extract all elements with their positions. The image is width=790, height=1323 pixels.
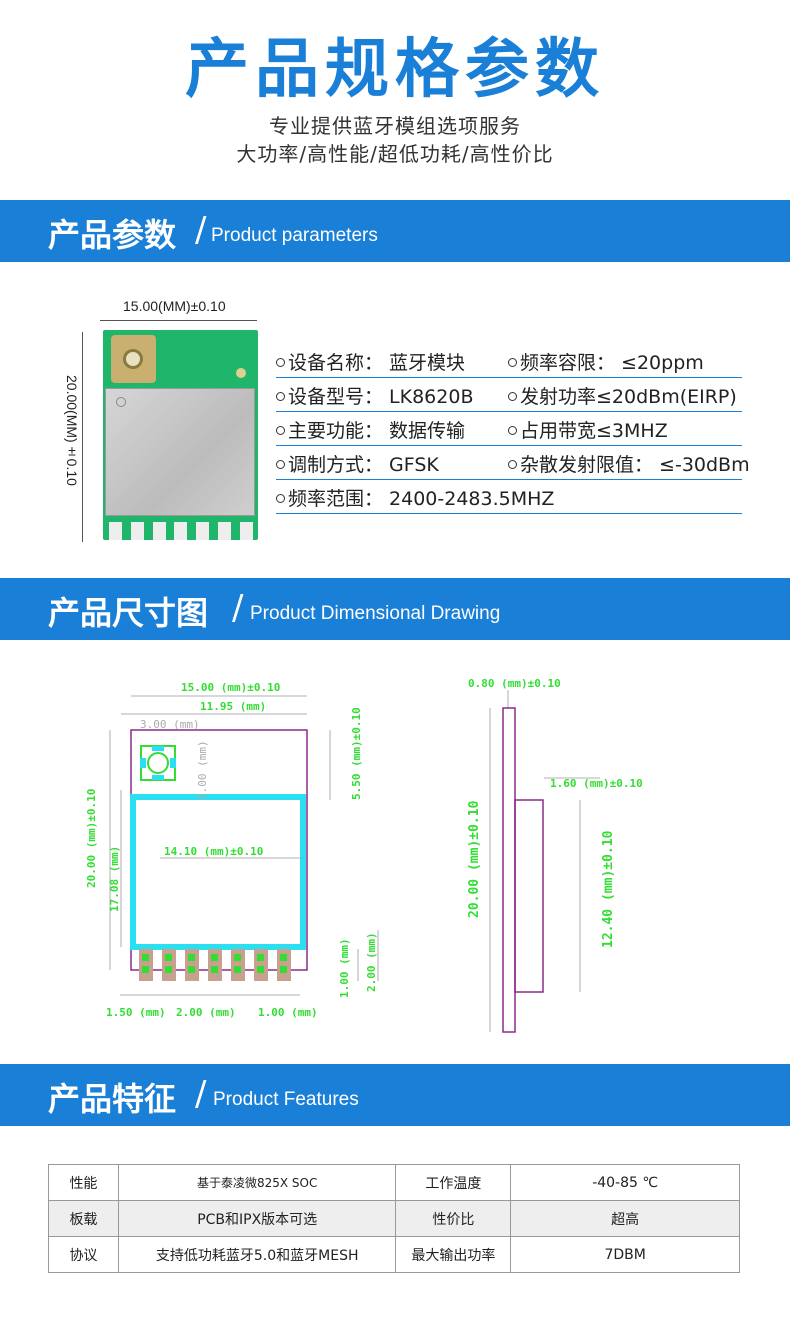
dim-side-height: 20.00 (mm)±0.10 xyxy=(467,800,482,918)
dim-pitch: 2.00 (mm) xyxy=(176,1006,236,1019)
subtitle-1: 专业提供蓝牙模组选项服务 xyxy=(269,114,521,138)
shield-outline xyxy=(130,794,306,950)
bullet-icon xyxy=(276,460,285,469)
table-cell: 工作温度 xyxy=(395,1164,512,1201)
dim-shield-height: 17.08 (mm) xyxy=(108,846,121,912)
spec-right: 发射功率≤20dBm(EIRP) xyxy=(520,386,737,408)
dim-pin-width: 1.00 (mm) xyxy=(258,1006,318,1019)
dim-ant-height: 3.00 (mm) xyxy=(196,740,209,800)
table-cell: 协议 xyxy=(48,1236,119,1273)
dimension-drawing: 15.00 (mm)±0.10 11.95 (mm) 3.00 (mm) 3.0… xyxy=(85,677,643,1033)
bullet-icon xyxy=(276,358,285,367)
dim-shield-thick: 1.60 (mm)±0.10 xyxy=(550,777,643,790)
section-drawing-en: Product Dimensional Drawing xyxy=(250,603,501,624)
photo-height-label: 20.00(MM)±0.10 xyxy=(64,375,80,486)
bullet-icon xyxy=(508,460,517,469)
dim-pad-len: 2.00 (mm) xyxy=(365,932,378,992)
table-cell: 性价比 xyxy=(395,1200,512,1237)
dim-edge: 1.50 (mm) xyxy=(106,1006,166,1019)
table-cell: 最大输出功率 xyxy=(395,1236,512,1273)
dim-top-offset: 5.50 (mm)±0.10 xyxy=(350,707,363,800)
side-pcb xyxy=(502,707,516,1033)
module-photo xyxy=(103,330,258,540)
spec-left: 调制方式： GFSK xyxy=(288,454,439,476)
spec-row: 设备名称： 蓝牙模块 频率容限： ≤20ppm xyxy=(276,344,742,378)
subtitle-2: 大功率/高性能/超低功耗/高性价比 xyxy=(236,142,554,166)
bullet-icon xyxy=(276,494,285,503)
table-row: 性能 基于泰凌微825X SOC 工作温度 -40-85 ℃ xyxy=(48,1164,740,1201)
spec-left: 频率范围： 2400-2483.5MHZ xyxy=(288,488,555,510)
table-cell: 7DBM xyxy=(510,1236,740,1273)
bullet-icon xyxy=(508,392,517,401)
dim-pin-len: 1.00 (mm) xyxy=(338,938,351,998)
bullet-icon xyxy=(276,392,285,401)
section-features-slash: / xyxy=(195,1074,207,1114)
section-features-en: Product Features xyxy=(213,1089,359,1110)
table-cell: PCB和IPX版本可选 xyxy=(117,1200,397,1237)
dim-ant-width: 3.00 (mm) xyxy=(140,718,200,731)
table-cell: 基于泰凌微825X SOC xyxy=(117,1164,397,1201)
page-title: 产品规格参数 xyxy=(185,33,605,107)
spec-row: 调制方式： GFSK 杂散发射限值： ≤-30dBm xyxy=(276,446,750,480)
ipx-connector xyxy=(111,335,156,383)
section-features-banner: 产品特征 / Product Features xyxy=(0,1064,790,1126)
spec-right: 占用带宽≤3MHZ xyxy=(520,420,668,442)
photo-width-label: 15.00(MM)±0.10 xyxy=(123,298,226,314)
table-row: 协议 支持低功耗蓝牙5.0和蓝牙MESH 最大输出功率 7DBM xyxy=(48,1236,740,1273)
dim-inner-width: 11.95 (mm) xyxy=(200,700,266,713)
side-shield xyxy=(514,799,544,993)
section-params-title: 产品参数 xyxy=(48,216,177,254)
bullet-icon xyxy=(276,426,285,435)
section-params-en: Product parameters xyxy=(211,225,378,246)
spec-row: 设备型号： LK8620B 发射功率≤20dBm(EIRP) xyxy=(276,378,742,412)
table-cell: 支持低功耗蓝牙5.0和蓝牙MESH xyxy=(117,1236,397,1273)
spec-row: 主要功能： 数据传输 占用带宽≤3MHZ xyxy=(276,412,742,446)
dim-total-height: 20.00 (mm)±0.10 xyxy=(85,789,98,888)
section-drawing-slash: / xyxy=(232,588,244,628)
spec-left: 设备型号： LK8620B xyxy=(288,386,474,408)
photo-height-line xyxy=(82,332,83,542)
spec-left: 主要功能： 数据传输 xyxy=(288,420,466,442)
section-params-banner: 产品参数 / Product parameters xyxy=(0,200,790,262)
table-cell: 性能 xyxy=(48,1164,119,1201)
dim-top-width: 15.00 (mm)±0.10 xyxy=(181,681,280,694)
section-features-title: 产品特征 xyxy=(48,1080,177,1118)
section-drawing-banner: 产品尺寸图 / Product Dimensional Drawing xyxy=(0,578,790,640)
table-cell: 板载 xyxy=(48,1200,119,1237)
bullet-icon xyxy=(508,358,517,367)
bullet-icon xyxy=(508,426,517,435)
table-cell: 超高 xyxy=(510,1200,740,1237)
shield-can xyxy=(105,388,255,516)
spec-row: 频率范围： 2400-2483.5MHZ xyxy=(276,480,742,514)
dim-shield-width: 14.10 (mm)±0.10 xyxy=(164,845,263,858)
antenna-connector xyxy=(140,745,176,781)
section-params-slash: / xyxy=(195,210,207,250)
dim-thickness: 0.80 (mm)±0.10 xyxy=(468,677,561,690)
spec-right: 频率容限： ≤20ppm xyxy=(520,352,704,374)
spec-left: 设备名称： 蓝牙模块 xyxy=(288,352,466,374)
table-row: 板载 PCB和IPX版本可选 性价比 超高 xyxy=(48,1200,740,1237)
pin-row xyxy=(109,522,253,540)
dim-shield-side: 12.40 (mm)±0.10 xyxy=(601,830,616,948)
mount-hole-icon xyxy=(236,368,246,378)
section-drawing-title: 产品尺寸图 xyxy=(48,594,209,632)
features-table: 性能 基于泰凌微825X SOC 工作温度 -40-85 ℃ 板载 PCB和IP… xyxy=(48,1164,740,1273)
table-cell: -40-85 ℃ xyxy=(510,1164,740,1201)
spec-right: 杂散发射限值： ≤-30dBm xyxy=(520,454,750,476)
photo-width-line xyxy=(100,320,257,321)
